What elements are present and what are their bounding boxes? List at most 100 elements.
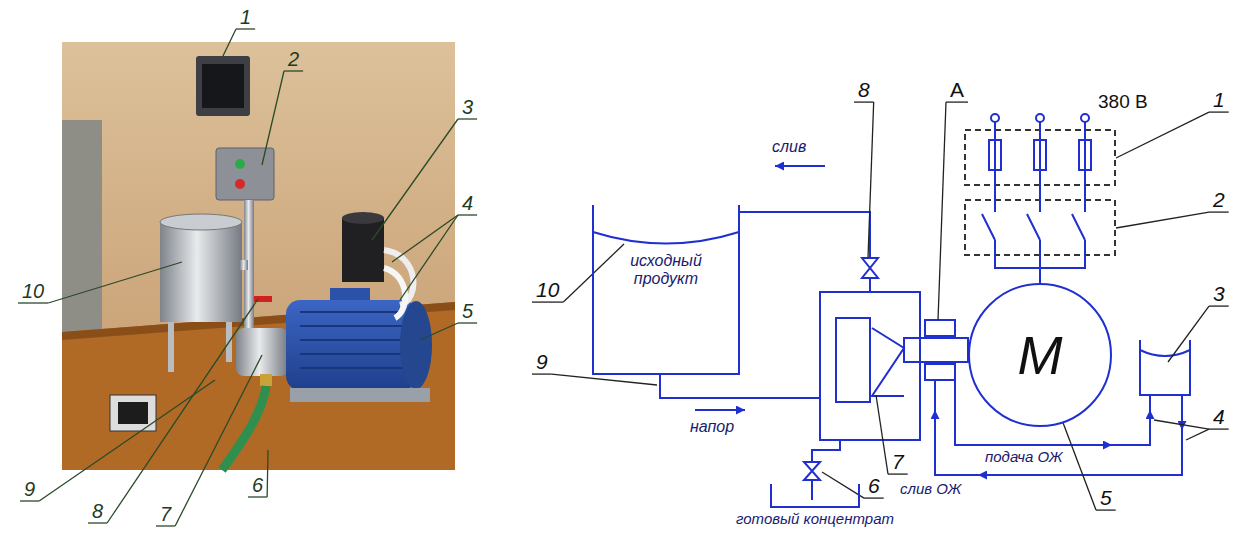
callout-underline [864, 497, 884, 498]
callout-underline [1209, 428, 1229, 429]
leader-line [938, 102, 946, 320]
seal [925, 364, 955, 380]
leader-line [266, 450, 268, 497]
callout-underline [1096, 509, 1116, 510]
leader-line [1116, 112, 1209, 158]
leader-line [552, 374, 657, 385]
flow-arrow [775, 165, 825, 167]
wire [995, 122, 1085, 212]
callout-number: 5 [1100, 486, 1112, 509]
callout-number: 6 [868, 474, 880, 497]
photo-coolant-cup [342, 218, 384, 282]
valve-symbol [862, 258, 878, 278]
callout-number: 10 [536, 278, 559, 301]
outlet-pipe [812, 440, 840, 462]
callout-number: 6 [252, 474, 263, 496]
leader-lines [18, 29, 1229, 526]
leader-line [48, 262, 182, 303]
callout-number: 3 [1213, 282, 1225, 305]
fuse-symbol [989, 140, 1001, 170]
leader-line [400, 215, 458, 300]
leader-line [1116, 212, 1209, 228]
wire [995, 240, 1085, 283]
liquid-level [593, 232, 739, 244]
callout-underline [284, 70, 303, 71]
drain-pipe [740, 212, 870, 258]
photo-red-button [235, 179, 245, 189]
callout-number: 1 [1213, 88, 1225, 111]
photo-pump-head [236, 328, 288, 376]
shaft [904, 338, 968, 362]
callout-number: 4 [462, 192, 473, 214]
terminal [1081, 114, 1089, 122]
callout-underline [532, 373, 552, 374]
callout-underline [18, 302, 48, 303]
flow-arrow [1181, 410, 1183, 430]
leader-line [1168, 306, 1209, 362]
photo-green-button [235, 159, 245, 169]
flow-arrow [1080, 444, 1112, 446]
callout-underline [458, 214, 477, 215]
leader-line [420, 323, 458, 340]
fuse-symbol [1034, 140, 1046, 170]
motor-outline [969, 284, 1111, 426]
photo-green-hose [222, 386, 266, 470]
node-text: M [1018, 324, 1063, 386]
callout-number: 2 [288, 48, 299, 70]
node-text: исходный продукт [616, 205, 716, 289]
photo-hose [384, 268, 405, 318]
photo-breaker-window [202, 64, 244, 108]
callout-number: 9 [536, 350, 548, 373]
node-outline [592, 205, 740, 375]
callout-number: 2 [1213, 188, 1225, 211]
leader-line [222, 29, 236, 58]
annotation-text: 380 В [1098, 92, 1148, 113]
valve-symbol [804, 462, 820, 480]
callout-number: A [950, 78, 964, 101]
leader-line [822, 472, 864, 498]
pressure-pipe [660, 375, 820, 398]
photo-wall [62, 42, 455, 470]
leader-line [372, 119, 458, 240]
callout-number: 10 [22, 280, 44, 302]
callout-number: 3 [462, 96, 473, 118]
motor-circle: M [968, 283, 1112, 427]
photo [62, 42, 455, 470]
photo-breaker-box [196, 56, 250, 116]
photo-tank-top [160, 214, 242, 230]
leader-line [1186, 429, 1209, 440]
coolant-level [1140, 350, 1190, 356]
leader-line [392, 215, 458, 262]
coolant-vessel [1140, 340, 1190, 395]
annotation-text: слив ОЖ [900, 481, 961, 498]
pump-chamber [836, 318, 870, 402]
seal [925, 320, 955, 336]
photo-terminal-box [330, 288, 370, 302]
photo-coolant-cup-top [342, 212, 384, 224]
photo-motor-base [290, 388, 430, 402]
callout-underline [854, 101, 874, 102]
callout-underline [236, 28, 255, 29]
leader-line [39, 380, 215, 501]
terminal [1036, 114, 1044, 122]
callout-number: 9 [24, 478, 35, 500]
leader-line [1154, 420, 1209, 429]
callout-underline [458, 118, 477, 119]
callout-number: 7 [160, 503, 171, 525]
flow-arrow [978, 474, 1010, 476]
photo-tank [160, 222, 242, 322]
product-tank: исходный продукт [592, 205, 740, 375]
flow-arrow [695, 409, 745, 411]
annotation-text: слив [772, 138, 806, 156]
callout-underline [1209, 305, 1229, 306]
switch-blade [982, 214, 1085, 240]
callout-underline [458, 322, 477, 323]
photo-pipe [240, 260, 248, 270]
leader-line [262, 71, 284, 165]
callout-number: 5 [462, 300, 473, 322]
photo-device-face [118, 402, 148, 424]
photo-motor-cap [400, 301, 432, 389]
photo-fitting [260, 374, 272, 386]
callout-underline [888, 473, 908, 474]
